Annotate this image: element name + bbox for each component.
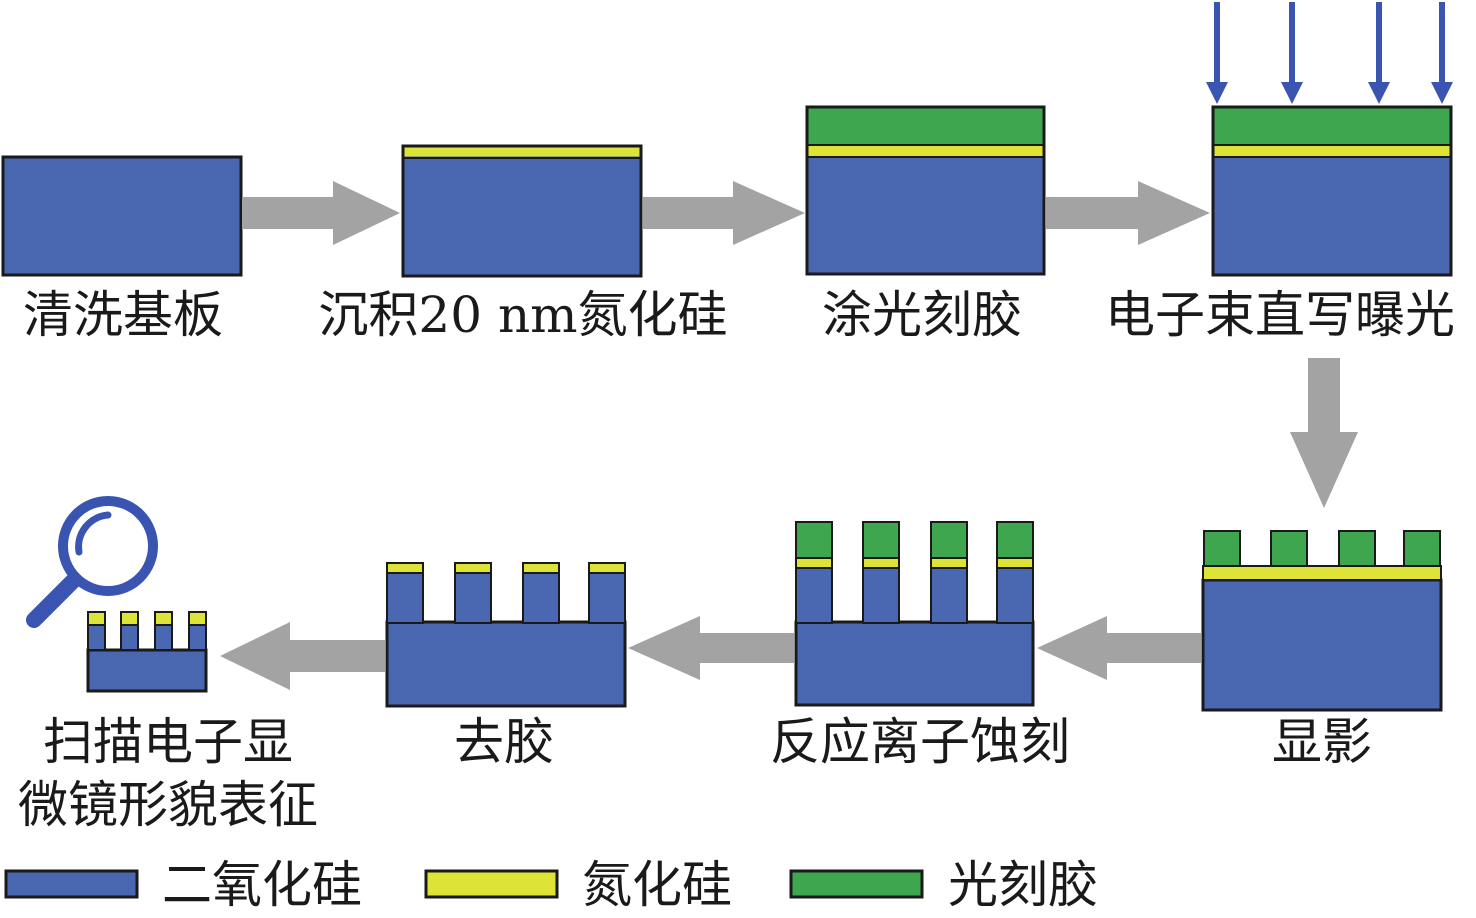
step2-sin-deposited — [401, 144, 643, 278]
legend-swatch-resist — [789, 869, 924, 899]
legend-swatch-sin — [424, 869, 559, 899]
legend-label-resist: 光刻胶 — [948, 856, 1098, 914]
legend-label-sin: 氮化硅 — [582, 856, 732, 914]
step8-label-line1: 扫描电子显 — [43, 713, 293, 771]
step3-label: 涂光刻胶 — [822, 286, 1022, 344]
flow-arrow-right-2 — [643, 181, 805, 245]
step2-label: 沉积20 nm氮化硅 — [318, 286, 728, 344]
step6-rie-etched — [794, 521, 1035, 707]
flow-arrow-right-3 — [1046, 181, 1210, 245]
flow-arrow-right-1 — [242, 181, 400, 245]
step1-label: 清洗基板 — [23, 286, 223, 344]
flow-arrow-left-3 — [220, 622, 385, 690]
legend-swatch-sio2 — [4, 869, 139, 899]
step1-substrate — [1, 155, 243, 277]
legend-label-sio2: 二氧化硅 — [162, 856, 362, 914]
step8-sem-sample — [86, 611, 208, 693]
step7-label: 去胶 — [454, 713, 554, 771]
step4-label: 电子束直写曝光 — [1105, 286, 1455, 344]
step5-label: 显影 — [1272, 713, 1372, 771]
step5-developed — [1201, 530, 1443, 712]
step3-resist-coated — [805, 105, 1046, 276]
ebeam-arrow-icon — [1206, 2, 1453, 104]
step6-label: 反应离子蚀刻 — [770, 713, 1070, 771]
flow-arrow-down — [1290, 358, 1358, 508]
legend — [4, 869, 924, 899]
flow-arrow-left-1 — [1037, 616, 1201, 680]
magnifier-icon — [26, 496, 158, 628]
flow-arrow-left-2 — [628, 616, 794, 680]
step4-ebeam-exposure — [1211, 105, 1453, 277]
step7-resist-stripped — [385, 562, 627, 708]
step8-label-line2: 微镜形貌表征 — [18, 776, 318, 834]
